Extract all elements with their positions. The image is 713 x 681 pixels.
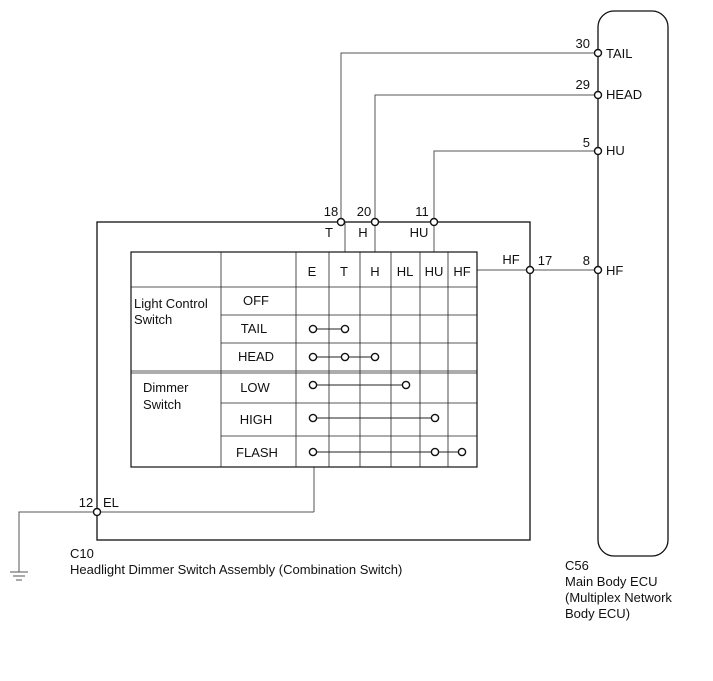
continuity-point bbox=[340, 324, 350, 334]
switch-pin-number: 20 bbox=[357, 204, 371, 219]
ecu-pin-number: 30 bbox=[576, 36, 590, 51]
column-header: HU bbox=[425, 264, 444, 279]
position-label: TAIL bbox=[241, 321, 268, 336]
switch-pin-label: EL bbox=[103, 495, 119, 510]
ecu-pin-hu-node bbox=[593, 146, 603, 156]
ecu-pin-label: HU bbox=[606, 143, 625, 158]
column-header: HL bbox=[397, 264, 414, 279]
switch-pin-labels: 18 T 20 H 11 HU HF 17 12 EL bbox=[79, 204, 552, 510]
switch-pin-number: 11 bbox=[415, 204, 429, 219]
position-label: LOW bbox=[240, 380, 270, 395]
switch-pin-label: H bbox=[358, 225, 367, 240]
wire-tail bbox=[340, 52, 598, 222]
switch-pin-hu-node bbox=[429, 217, 439, 227]
position-label: FLASH bbox=[236, 445, 278, 460]
switch-pin-t-node bbox=[336, 217, 346, 227]
group-label: Dimmer bbox=[143, 380, 189, 395]
ecu-pin-number: 5 bbox=[583, 135, 590, 150]
switch-pin-label: HF bbox=[502, 252, 519, 267]
wire-head bbox=[374, 94, 598, 222]
ecu-pin-number: 29 bbox=[576, 77, 590, 92]
column-header: H bbox=[370, 264, 379, 279]
group-label: Light Control bbox=[134, 296, 208, 311]
ecu-name-line: (Multiplex Network bbox=[565, 590, 672, 605]
terminal-nodes bbox=[92, 48, 603, 517]
wire-hu bbox=[433, 150, 598, 222]
ground-icon bbox=[10, 571, 28, 581]
ecu-pin-hf-node bbox=[593, 265, 603, 275]
ecu-name-line: Body ECU) bbox=[565, 606, 630, 621]
continuity-point bbox=[457, 447, 467, 457]
ecu-body bbox=[597, 10, 669, 557]
continuity-point bbox=[308, 413, 318, 423]
position-label: HEAD bbox=[238, 349, 274, 364]
continuity-table: E T H HL HU HF Light Control Switch Dimm… bbox=[130, 251, 478, 468]
ecu-pin-tail-node bbox=[593, 48, 603, 58]
ecu-code: C56 bbox=[565, 558, 589, 573]
column-header: E bbox=[308, 264, 317, 279]
continuity-point bbox=[308, 324, 318, 334]
switch-pin-label: HU bbox=[410, 225, 429, 240]
continuity-point bbox=[370, 352, 380, 362]
ecu-pin-number: 8 bbox=[583, 253, 590, 268]
continuity-point bbox=[308, 380, 318, 390]
switch-assembly-name: Headlight Dimmer Switch Assembly (Combin… bbox=[70, 562, 402, 577]
ecu-pin-label: HF bbox=[606, 263, 623, 278]
continuity-point bbox=[340, 352, 350, 362]
switch-pin-label: T bbox=[325, 225, 333, 240]
position-label: HIGH bbox=[240, 412, 273, 427]
column-header: HF bbox=[453, 264, 470, 279]
switch-pin-number: 12 bbox=[79, 495, 93, 510]
continuity-point bbox=[430, 447, 440, 457]
switch-assembly-frame bbox=[96, 221, 531, 541]
switch-pin-hf-node bbox=[525, 265, 535, 275]
ecu-name-line: Main Body ECU bbox=[565, 574, 657, 589]
column-header: T bbox=[340, 264, 348, 279]
continuity-marks bbox=[308, 324, 467, 457]
ecu-pin-label: TAIL bbox=[606, 46, 633, 61]
table-border bbox=[130, 251, 478, 468]
switch-assembly-code: C10 bbox=[70, 546, 94, 561]
continuity-point bbox=[401, 380, 411, 390]
wire-ground bbox=[18, 511, 97, 572]
ecu-pin-labels: 30 TAIL 29 HEAD 5 HU 8 HF bbox=[576, 36, 643, 278]
switch-pin-h-node bbox=[370, 217, 380, 227]
position-label: OFF bbox=[243, 293, 269, 308]
continuity-point bbox=[308, 447, 318, 457]
group-label: Switch bbox=[143, 397, 181, 412]
continuity-point bbox=[430, 413, 440, 423]
switch-pin-number: 18 bbox=[324, 204, 338, 219]
group-label: Switch bbox=[134, 312, 172, 327]
switch-pin-number: 17 bbox=[538, 253, 552, 268]
continuity-point bbox=[308, 352, 318, 362]
switch-pin-el-node bbox=[92, 507, 102, 517]
ecu-pin-head-node bbox=[593, 90, 603, 100]
ecu-pin-label: HEAD bbox=[606, 87, 642, 102]
